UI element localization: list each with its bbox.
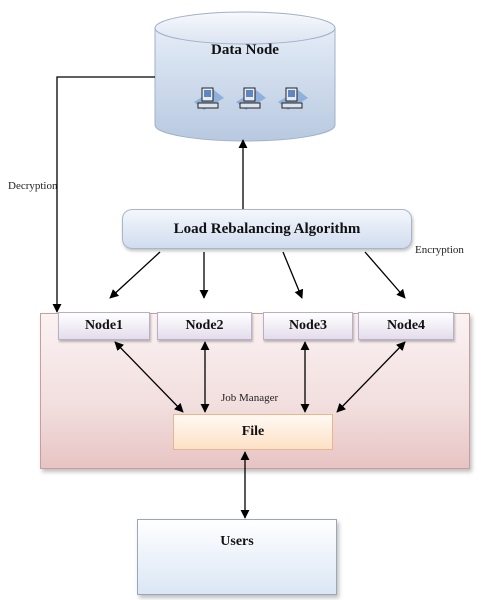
node-1-label: Node1 (84, 318, 124, 333)
node-3-box: Node3 (263, 312, 353, 340)
node-4-label: Node4 (386, 318, 426, 333)
algorithm-to-node3-arrow (282, 251, 304, 299)
data-node-cylinder (154, 11, 336, 142)
file-box: File (173, 414, 333, 450)
encryption-label: Encryption (415, 244, 464, 256)
decryption-label: Decryption (8, 180, 58, 192)
computer-icon (236, 87, 266, 110)
node-2-label: Node2 (185, 318, 224, 333)
decryption-arrow (52, 76, 155, 313)
file-label: File (241, 424, 265, 439)
users-label: Users (220, 534, 254, 549)
users-box: Users (137, 519, 337, 595)
data-node-label: Data Node (211, 42, 279, 58)
computer-icon (194, 87, 224, 110)
algorithm-to-node4-arrow (364, 251, 406, 299)
job-manager-label: Job Manager (221, 392, 279, 404)
algorithm-label: Load Rebalancing Algorithm (173, 220, 361, 237)
algorithm-to-node1-arrow (109, 251, 161, 299)
node-3-label: Node3 (288, 318, 328, 333)
node-4-box: Node4 (358, 312, 454, 340)
node-2-box: Node2 (157, 312, 252, 340)
node-1-box: Node1 (58, 312, 150, 340)
computer-icon (278, 87, 308, 110)
load-rebalancing-algorithm-box: Load Rebalancing Algorithm (122, 209, 412, 249)
